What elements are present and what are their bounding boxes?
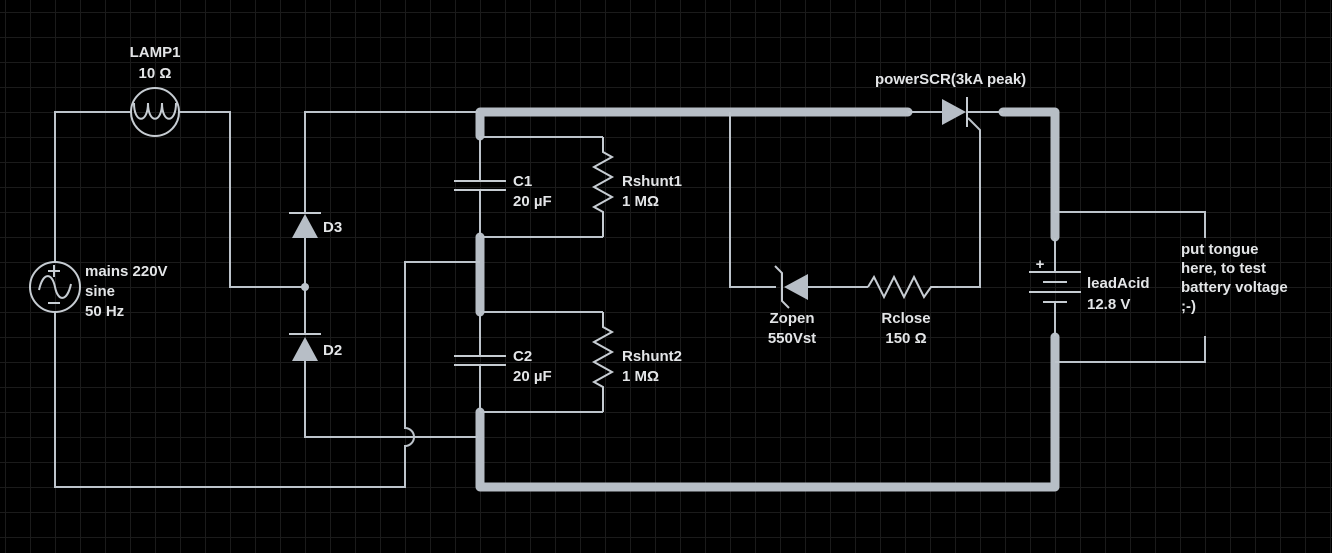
- wire-zener-branch[interactable]: [729, 112, 776, 288]
- rshunt2-name-label: Rshunt2: [622, 348, 682, 365]
- note-line1: put tongue: [1181, 241, 1258, 258]
- note-line4: ;-): [1181, 298, 1196, 315]
- c2-value-label: 20 µF: [513, 368, 552, 385]
- diode-d3-symbol[interactable]: [289, 212, 321, 238]
- mains-label-line1: mains 220V: [85, 263, 168, 280]
- wire-lamp-left-to-source[interactable]: [54, 111, 131, 262]
- rshunt2-value-label: 1 MΩ: [622, 368, 659, 385]
- ac-source-symbol[interactable]: [29, 261, 81, 313]
- mains-label-line3: 50 Hz: [85, 303, 124, 320]
- diode-d2-symbol[interactable]: [289, 333, 321, 361]
- resistor-rclose-symbol[interactable]: [867, 274, 938, 300]
- rclose-value-label: 150 Ω: [885, 330, 926, 347]
- battery-value-label: 12.8 V: [1087, 296, 1130, 313]
- wire-thick-bottom-rail[interactable]: [475, 332, 1060, 492]
- battery-symbol[interactable]: [1029, 271, 1081, 303]
- scr-label: powerSCR(3kA peak): [875, 71, 1026, 88]
- c2-name-label: C2: [513, 348, 532, 365]
- wire-thick-top-rail[interactable]: [475, 107, 913, 141]
- c1-value-label: 20 µF: [513, 193, 552, 210]
- zener-value-label: 550Vst: [768, 330, 816, 347]
- wire-rclose-to-scr-gate[interactable]: [938, 117, 981, 288]
- rclose-name-label: Rclose: [881, 310, 930, 327]
- note-line3: battery voltage: [1181, 279, 1288, 296]
- mains-label-line2: sine: [85, 283, 115, 300]
- battery-name-label: leadAcid: [1087, 275, 1150, 292]
- zener-symbol[interactable]: [774, 265, 808, 309]
- rshunt1-name-label: Rshunt1: [622, 173, 682, 190]
- rshunt1-value-label: 1 MΩ: [622, 193, 659, 210]
- wire-tongue-top[interactable]: [1055, 211, 1206, 238]
- lamp-name-label: LAMP1: [130, 44, 181, 61]
- wire-tongue-bottom[interactable]: [1055, 336, 1206, 363]
- wire-lamp-right-to-junction[interactable]: [179, 111, 305, 288]
- lamp-value-label: 10 Ω: [139, 65, 172, 82]
- junction-dot: [301, 283, 309, 291]
- d3-label: D3: [323, 219, 342, 236]
- battery-plus-label: +: [1036, 256, 1045, 273]
- scr-symbol[interactable]: [942, 97, 968, 127]
- resistor-rshunt1-symbol[interactable]: [591, 137, 615, 237]
- resistor-rshunt2-symbol[interactable]: [591, 312, 615, 412]
- wire-d2-anode-to-bottom[interactable]: [304, 361, 478, 438]
- capacitor-c1-symbol[interactable]: [454, 180, 506, 191]
- wire-thick-scr-to-battery[interactable]: [998, 107, 1060, 242]
- c1-name-label: C1: [513, 173, 532, 190]
- zener-name-label: Zopen: [770, 310, 815, 327]
- lamp-symbol[interactable]: [130, 87, 180, 137]
- wire-d3-cathode-to-top[interactable]: [304, 111, 478, 213]
- capacitor-c2-symbol[interactable]: [454, 355, 506, 366]
- d2-label: D2: [323, 342, 342, 359]
- note-line2: here, to test: [1181, 260, 1266, 277]
- wire-source-bottom-return[interactable]: [54, 261, 480, 488]
